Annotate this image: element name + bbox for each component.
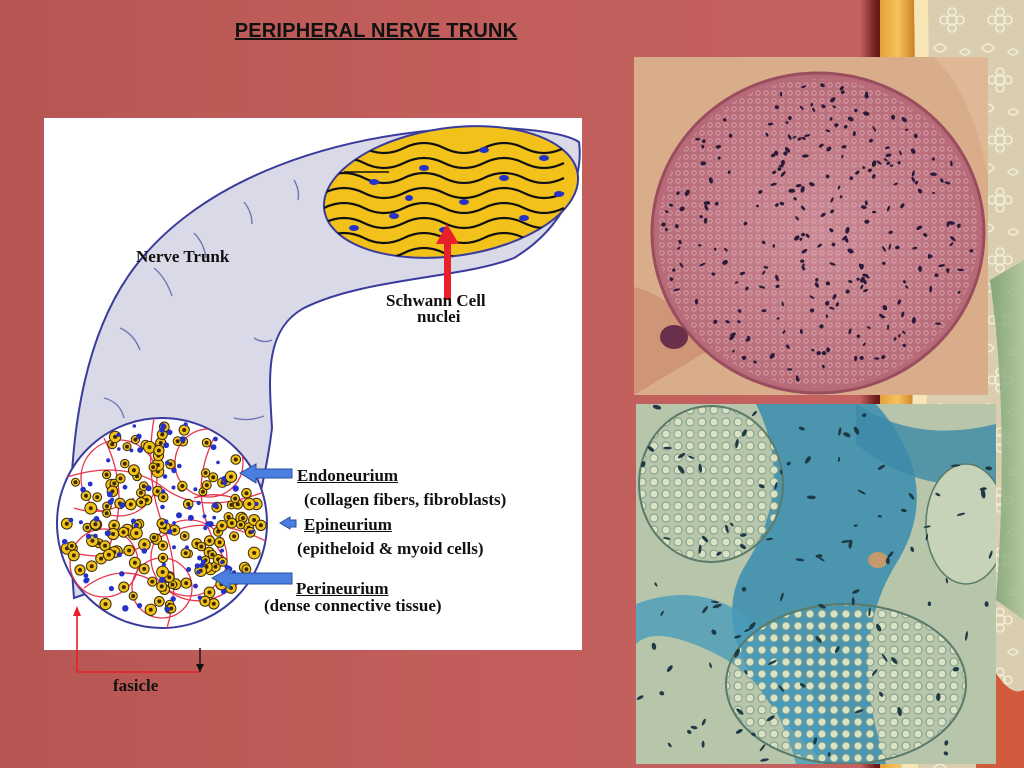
- endoneurium-description: (collagen fibers, fibroblasts): [304, 490, 507, 509]
- epineurium-description: (epitheloid & myoid cells): [297, 539, 484, 558]
- blue-label-arrows: [211, 463, 297, 590]
- schwann-cell-label: Schwann Cell: [386, 291, 486, 310]
- perineurium-description: (dense connective tissue): [264, 596, 442, 615]
- endoneurium-label: Endoneurium: [297, 466, 399, 485]
- he-stained-micrograph: [634, 57, 988, 395]
- fasicle-label: fasicle: [113, 676, 159, 695]
- fasicle-bracket: [73, 606, 204, 673]
- nerve-trunk-label: Nerve Trunk: [136, 247, 230, 266]
- schwann-arrow: [436, 224, 459, 300]
- epineurium-label: Epineurium: [304, 515, 392, 534]
- perineurium-label: Perineurium: [296, 579, 389, 598]
- slide-title: PERIPHERAL NERVE TRUNK: [234, 20, 518, 42]
- blue-stained-micrograph: [636, 404, 996, 764]
- nerve-trunk-diagram: Nerve Trunk Schwann Cell nuclei Endoneur…: [44, 118, 582, 650]
- schwann-nuclei-label: nuclei: [417, 307, 461, 326]
- cross-section-fascicles: [58, 418, 267, 628]
